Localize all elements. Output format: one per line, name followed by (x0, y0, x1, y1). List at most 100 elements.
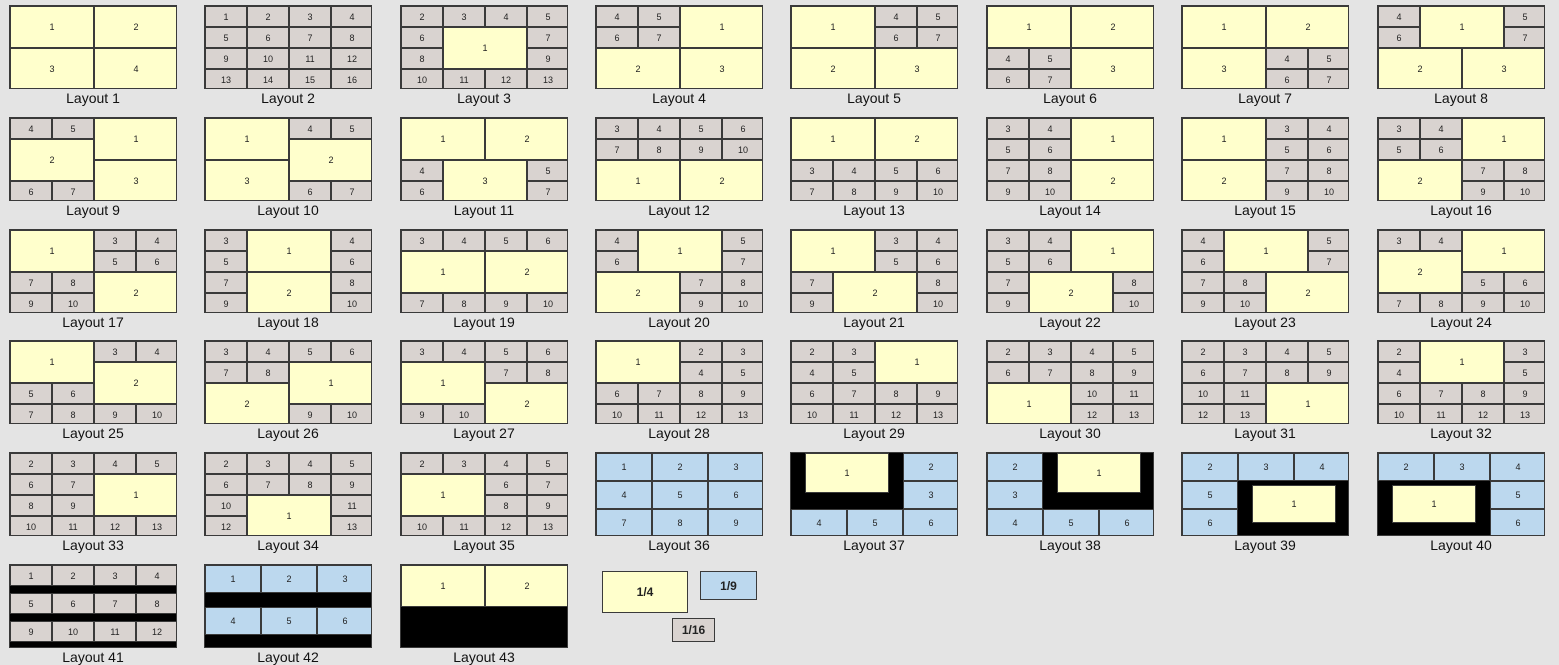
layout-cell: 12 (205, 516, 247, 535)
layout-cell: 9 (52, 495, 94, 516)
layout-cell: 2 (205, 453, 247, 474)
layout-cell: 5 (485, 341, 527, 362)
layout-cell: 1 (596, 160, 680, 200)
layout-cell: 1 (596, 341, 680, 383)
layout-cell: 3 (875, 230, 917, 251)
layout-cell: 11 (638, 404, 680, 423)
layout-cell: 7 (596, 509, 652, 535)
layout-cell: 7 (1420, 383, 1462, 404)
layout-name: Layout 22 (1039, 314, 1101, 330)
layout-cell: 10 (722, 293, 762, 312)
layout-cell: 11 (52, 516, 94, 535)
layout-cell: 1 (1182, 118, 1266, 160)
layout-cell: 2 (833, 272, 917, 312)
layout-cell: 6 (1182, 362, 1224, 383)
layout-cell: 6 (10, 181, 52, 200)
layout-cell: 1 (10, 341, 94, 383)
layout-cell: 5 (722, 230, 762, 251)
layout-cell: 9 (1308, 362, 1348, 383)
layout-cell: 2 (94, 6, 176, 48)
layout-cell: 1 (987, 383, 1071, 423)
layout-cell: 5 (1490, 481, 1544, 509)
layout-cell: 12 (136, 621, 176, 642)
layout-cell: 1 (401, 362, 485, 404)
layout-name: Layout 5 (847, 90, 901, 106)
layout-cell: 6 (331, 251, 371, 272)
layout-cell: 4 (791, 362, 833, 383)
layout-name: Layout 42 (257, 649, 319, 665)
layout-cell: 6 (875, 27, 917, 48)
layout-cell: 7 (1378, 293, 1420, 312)
layout-name: Layout 39 (1234, 537, 1296, 553)
layout-cell: 6 (708, 481, 762, 509)
layout-name: Layout 14 (1039, 202, 1101, 218)
layout-name: Layout 16 (1430, 202, 1492, 218)
layout-cell: 4 (331, 6, 371, 27)
layout-cell: 10 (917, 293, 957, 312)
layout-cell: 6 (401, 27, 443, 48)
layout-cell: 12 (1182, 404, 1224, 423)
layout-cell: 7 (94, 593, 136, 614)
layout-cell: 2 (1378, 160, 1462, 200)
layout-cell: 4 (596, 481, 652, 509)
layout-cell: 4 (987, 48, 1029, 69)
layout-cell: 5 (94, 251, 136, 272)
layout-cell: 12 (1462, 404, 1504, 423)
layout-cell: 10 (1504, 293, 1544, 312)
layout-cell: 8 (247, 362, 289, 383)
layout-cell: 2 (247, 272, 331, 312)
layout-cell: 2 (289, 139, 371, 181)
layout-cell: 7 (52, 474, 94, 495)
layout-cell: 5 (652, 481, 708, 509)
layout-cell: 8 (652, 509, 708, 535)
layout-cell: 2 (903, 453, 957, 481)
layout-name: Layout 20 (648, 314, 710, 330)
layout-cell: 8 (1308, 160, 1348, 181)
layout-cell: 1 (596, 453, 652, 481)
layout-cell: 6 (1378, 383, 1420, 404)
layout-cell: 2 (94, 362, 176, 404)
layout-cell: 6 (527, 341, 567, 362)
layout-cell: 1 (205, 118, 289, 160)
layout-cell: 3 (443, 6, 485, 27)
layout-cell: 3 (94, 160, 176, 200)
layout-cell: 12 (1071, 404, 1113, 423)
layout-cell: 5 (1308, 48, 1348, 69)
layout-cell: 10 (1224, 293, 1266, 312)
layout-cell: 2 (1378, 453, 1434, 481)
layout-cell: 1 (10, 565, 52, 586)
layout-cell: 10 (331, 404, 371, 423)
layout-cell: 7 (1224, 362, 1266, 383)
layout-cell: 7 (289, 27, 331, 48)
layout-cell: 2 (401, 6, 443, 27)
layout-cell: 2 (596, 48, 680, 88)
layout-cell: 6 (1029, 139, 1071, 160)
layout-cell: 4 (833, 160, 875, 181)
layout-name: Layout 32 (1430, 425, 1492, 441)
layout-cell: 1 (401, 474, 485, 516)
layout-cell: 4 (401, 160, 443, 181)
layout-cell: 1 (791, 118, 875, 160)
layout-cell: 4 (1378, 362, 1420, 383)
layout-cell: 5 (1182, 481, 1238, 509)
layout-cell: 3 (1029, 341, 1071, 362)
layout-name: Layout 17 (62, 314, 124, 330)
layout-cell: 9 (987, 181, 1029, 200)
layout-name: Layout 3 (457, 90, 511, 106)
layout-cell: 2 (1029, 272, 1113, 312)
layout-cell: 2 (1071, 160, 1153, 200)
layout-cell: 6 (987, 362, 1029, 383)
layout-cell: 7 (1029, 362, 1071, 383)
layout-cell: 5 (833, 362, 875, 383)
layout-cell: 5 (1504, 6, 1544, 27)
layout-cell: 10 (443, 404, 485, 423)
legend-ninth: 1/9 (700, 571, 757, 600)
